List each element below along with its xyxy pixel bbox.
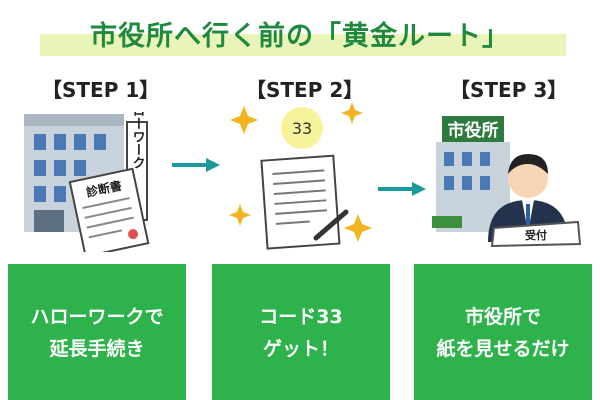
hello-work-illustration: ハローワーク 診断書 (24, 112, 150, 252)
step-1-box: ハローワークで 延長手続き (8, 264, 186, 400)
step-2-label: 【STEP 2】 (246, 78, 364, 102)
code-33-illustration: 33 (229, 102, 372, 250)
step-1-label: 【STEP 1】 (42, 78, 160, 102)
office-building-icon (24, 114, 124, 232)
step-1-box-line-1: ハローワークで (30, 306, 164, 328)
pen-icon (313, 209, 349, 241)
step-1-box-line-2: 延長手続き (49, 338, 145, 360)
sparkle-icon (229, 102, 372, 242)
step-3-box-line-1: 市役所で (464, 306, 541, 328)
step-2-box-line-2: ゲット！ (262, 338, 339, 360)
reception-desk-icon: 受付 (490, 220, 582, 248)
hello-work-sign-text: ハローワーク (130, 112, 146, 169)
arrow-right-icon (378, 182, 426, 196)
step-3-box: 市役所で 紙を見せるだけ (414, 264, 592, 400)
arrow-right-icon (172, 158, 220, 172)
reception-sign: 受付 (525, 228, 547, 242)
code-badge-icon: 33 (281, 107, 323, 149)
city-hall-illustration: 市役所 受付 (432, 116, 582, 248)
document-pen-icon (260, 154, 341, 250)
step-3-box-line-2: 紙を見せるだけ (436, 338, 570, 360)
page-title: 市役所へ行く前の「黄金ルート」 (90, 21, 510, 52)
medical-certificate-icon: 診断書 (68, 167, 150, 252)
title-highlight (40, 34, 566, 56)
step-3-label: 【STEP 3】 (450, 78, 568, 102)
certificate-title: 診断書 (85, 178, 123, 200)
code-badge-number: 33 (292, 119, 312, 138)
step-2-box-line-1: コード33 (259, 306, 343, 328)
city-hall-sign: 市役所 (448, 120, 499, 141)
step-2-box: コード33 ゲット！ (212, 264, 390, 400)
